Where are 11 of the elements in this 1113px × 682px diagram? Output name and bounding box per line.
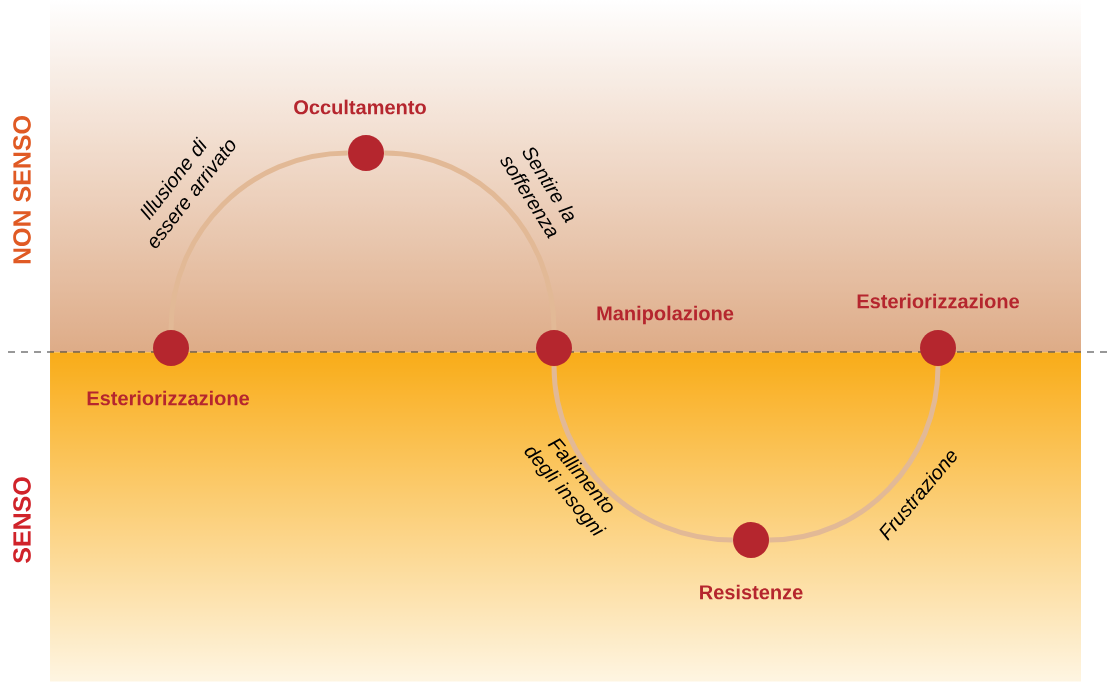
arc (384, 150, 557, 330)
node-label: Resistenze (700, 584, 803, 600)
arc (168, 150, 348, 330)
arc (551, 366, 733, 543)
node-label: Occultamento (294, 99, 426, 115)
side-label: NON SENSO (13, 116, 31, 264)
side-label: SENSO (13, 477, 31, 564)
node-label: Esteriorizzazione (857, 293, 1020, 309)
arc (769, 366, 941, 543)
node-label: Manipolazione (597, 305, 734, 325)
node-label: Esteriorizzazione (87, 390, 250, 406)
